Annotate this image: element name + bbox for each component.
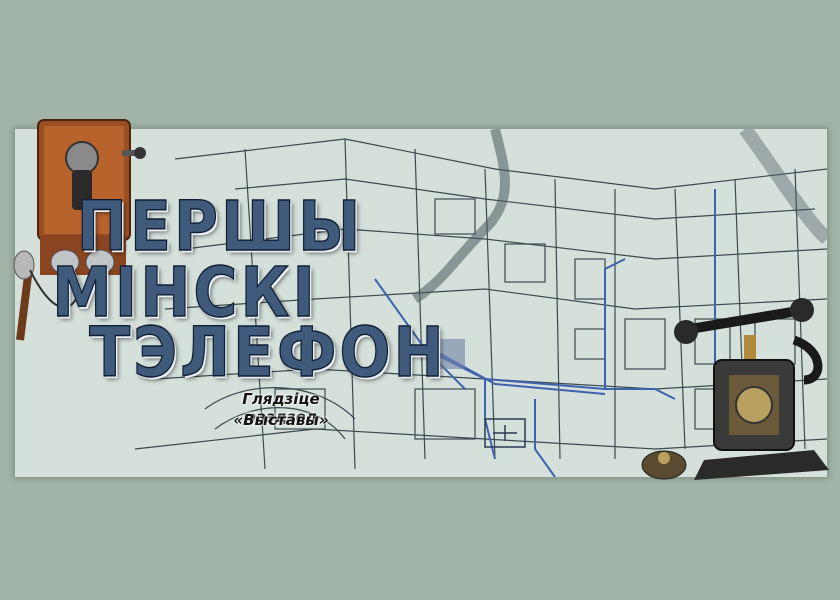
subtitle-line-2: «Выставы» (233, 411, 329, 429)
title-line-1: ПЕРШЫ (76, 186, 364, 268)
title-line-3: ТЭЛЕФОН (89, 312, 447, 394)
subtitle-line-1: Глядзіце раздзел (242, 390, 320, 426)
title-line-2: МІНСКІ (52, 252, 318, 334)
desk-telephone-icon (641, 298, 829, 480)
wall-telephone-icon (13, 119, 146, 341)
banner (14, 128, 828, 478)
city-map (134, 129, 827, 477)
